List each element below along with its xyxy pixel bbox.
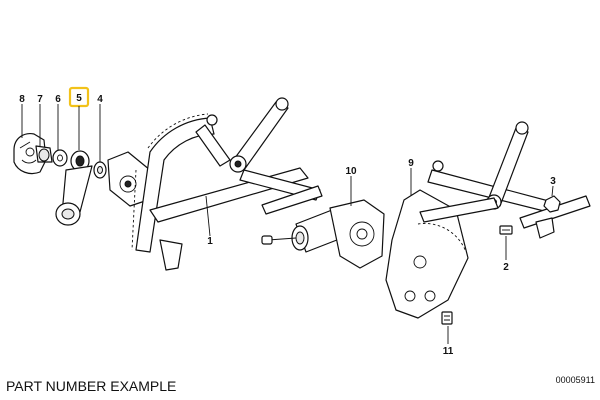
drive-gear-part-5 bbox=[55, 150, 93, 226]
callout-11: 11 bbox=[443, 346, 454, 357]
callout-1: 1 bbox=[207, 236, 213, 247]
spacer-part-4 bbox=[93, 161, 107, 179]
callout-3: 3 bbox=[550, 176, 556, 187]
nut-part-3 bbox=[543, 195, 561, 213]
washer-part-6 bbox=[52, 149, 68, 167]
callout-10: 10 bbox=[345, 166, 357, 177]
bolt-part-11 bbox=[441, 311, 453, 325]
callout-2: 2 bbox=[503, 262, 509, 273]
window-regulator-part-9 bbox=[385, 121, 591, 319]
callout-5-highlighted: 5 bbox=[76, 93, 82, 104]
window-regulator-part-1 bbox=[131, 97, 323, 271]
caption: PART NUMBER EXAMPLE bbox=[6, 378, 177, 394]
window-motor-part-10 bbox=[261, 199, 385, 269]
bearing-part-7 bbox=[35, 145, 53, 163]
callout-8: 8 bbox=[19, 94, 25, 105]
leader-lines bbox=[21, 104, 554, 344]
reference-code: 00005911 bbox=[555, 375, 595, 385]
callout-7: 7 bbox=[37, 94, 43, 105]
callout-6: 6 bbox=[55, 94, 61, 105]
callout-4: 4 bbox=[97, 94, 103, 105]
bolt-part-2 bbox=[499, 225, 513, 235]
callout-9: 9 bbox=[408, 158, 414, 169]
